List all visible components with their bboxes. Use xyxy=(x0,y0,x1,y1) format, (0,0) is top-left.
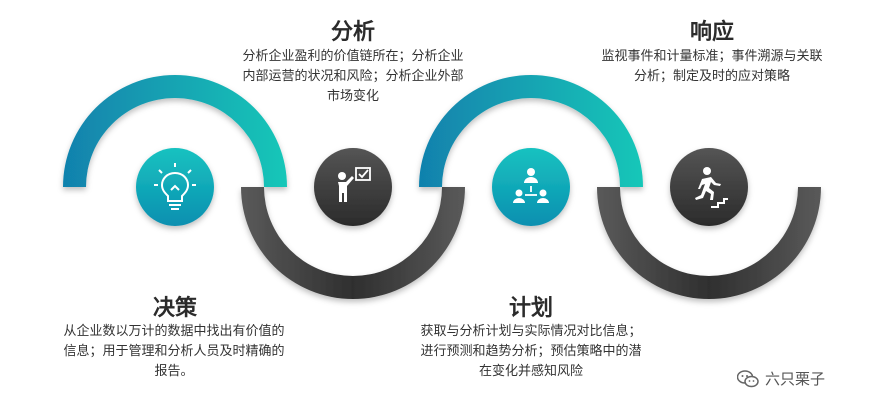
watermark-text: 六只栗子 xyxy=(765,370,826,388)
desc-line: 报告。 xyxy=(154,364,194,379)
desc-line: 信息；用于管理和分析人员及时精确的 xyxy=(63,344,285,359)
arc-gray-1 xyxy=(241,187,465,299)
stage-title-response: 响应 xyxy=(689,20,734,45)
stage-title-analysis: 分析 xyxy=(330,20,375,45)
desc-line: 市场变化 xyxy=(326,89,379,104)
stage-desc-analysis: 分析企业盈利的价值链所在；分析企业 内部运营的状况和风险；分析企业外部 市场变化 xyxy=(203,47,503,107)
running-stairs-icon xyxy=(695,167,728,208)
lightbulb-icon xyxy=(154,163,196,210)
desc-line: 内部运营的状况和风险；分析企业外部 xyxy=(242,69,464,84)
desc-line: 从企业数以万计的数据中找出有价值的 xyxy=(63,324,285,339)
stage-circle-analysis xyxy=(308,142,398,232)
stage-title-decision: 决策 xyxy=(152,296,197,321)
stage-circle-response xyxy=(664,142,754,232)
stage-circle-plan xyxy=(486,142,576,232)
stage-title-plan: 计划 xyxy=(508,296,553,321)
stage-desc-plan: 获取与分析计划与实际情况对比信息； 进行预测和趋势分析；预估策略中的潜 在变化并… xyxy=(381,322,681,382)
presenter-checklist-icon xyxy=(338,167,371,202)
desc-line: 分析；制定及时的应对策略 xyxy=(633,69,790,84)
desc-line: 分析企业盈利的价值链所在；分析企业 xyxy=(242,49,464,64)
desc-line: 进行预测和趋势分析；预估策略中的潜 xyxy=(420,344,642,359)
wechat-icon xyxy=(737,369,759,387)
stage-desc-decision: 从企业数以万计的数据中找出有价值的 信息；用于管理和分析人员及时精确的 报告。 xyxy=(24,322,324,382)
stage-circle-decision xyxy=(130,142,220,232)
arc-teal-1 xyxy=(63,75,287,187)
desc-line: 获取与分析计划与实际情况对比信息； xyxy=(420,324,642,339)
desc-line: 监视事件和计量标准；事件溯源与关联 xyxy=(601,49,823,64)
arc-gray-2 xyxy=(597,187,821,299)
watermark: 六只栗子 xyxy=(737,368,825,389)
arc-teal-2 xyxy=(419,75,643,187)
stage-desc-response: 监视事件和计量标准；事件溯源与关联 分析；制定及时的应对策略 xyxy=(562,47,862,87)
team-network-icon xyxy=(513,168,549,203)
desc-line: 在变化并感知风险 xyxy=(478,364,583,379)
